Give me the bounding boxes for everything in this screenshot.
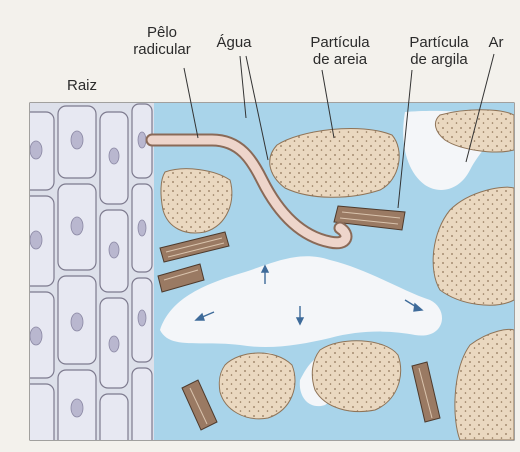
label-agua: Água — [206, 34, 262, 51]
label-argila-line2: de argila — [390, 51, 488, 68]
label-pelo-line1: Pêlo — [112, 24, 212, 41]
label-argila-line1: Partícula — [390, 34, 488, 51]
label-raiz: Raiz — [60, 77, 104, 94]
label-ar: Ar — [478, 34, 514, 51]
label-pelo-radicular: Pêlo radicular — [112, 24, 212, 58]
label-areia-line2: de areia — [288, 51, 392, 68]
label-areia-line1: Partícula — [288, 34, 392, 51]
label-pelo-line2: radicular — [112, 41, 212, 58]
label-particula-areia: Partícula de areia — [288, 34, 392, 68]
label-particula-argila: Partícula de argila — [390, 34, 488, 68]
